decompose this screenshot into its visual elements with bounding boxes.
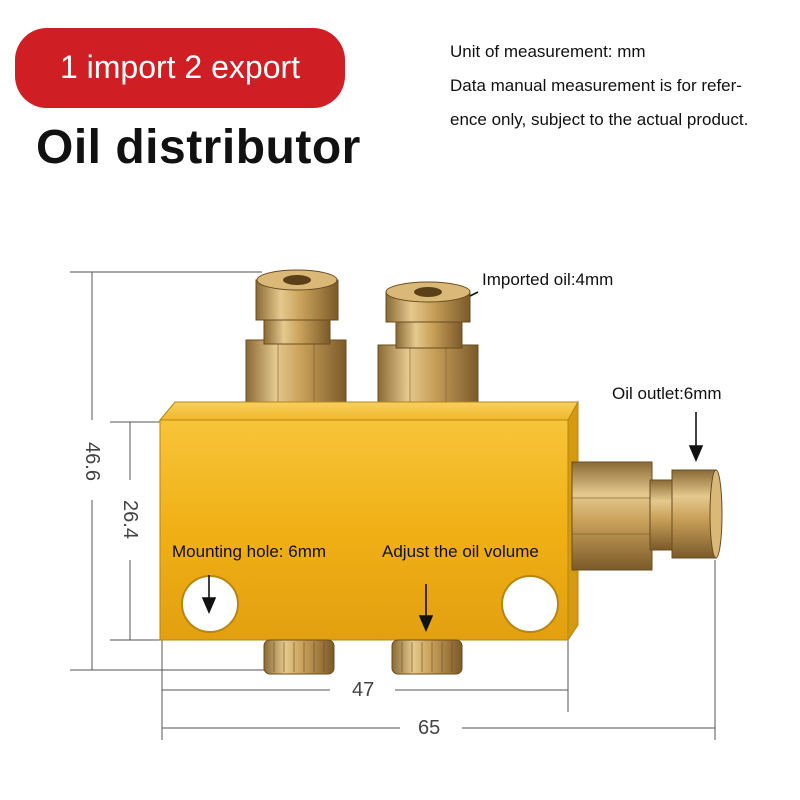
inlet-fitting-left [245,269,347,421]
product-title: Oil distributor [36,121,361,174]
product-badge: 1 import 2 export [15,28,345,108]
dim-overall-height: 46.6 [80,442,103,481]
dim-body-height: 26.4 [118,500,141,539]
dim-hole-spacing: 47 [352,679,375,701]
dim-overall-width: 65 [418,717,441,739]
oil-outlet-label: Oil outlet:6mm [612,384,722,403]
callout-arrows [201,291,704,633]
imported-oil-label: Imported oil:4mm [482,270,614,289]
mounting-hole-right [501,575,559,633]
adjust-oil-label: Adjust the oil volume [382,542,539,561]
badge-text: 1 import 2 export [59,48,301,85]
disclaimer-line-1: Data manual measurement is for refer- [450,76,742,95]
distributor-body [158,400,579,642]
adjust-knob-right [391,639,463,675]
inlet-fitting-right [377,281,479,421]
unit-note: Unit of measurement: mm [450,42,646,61]
disclaimer-line-2: ence only, subject to the actual product… [450,110,749,129]
outlet-fitting [571,461,723,571]
mounting-hole-label: Mounting hole: 6mm [172,542,327,561]
dimension-lines [70,271,716,740]
adjust-knob-left [263,639,335,675]
